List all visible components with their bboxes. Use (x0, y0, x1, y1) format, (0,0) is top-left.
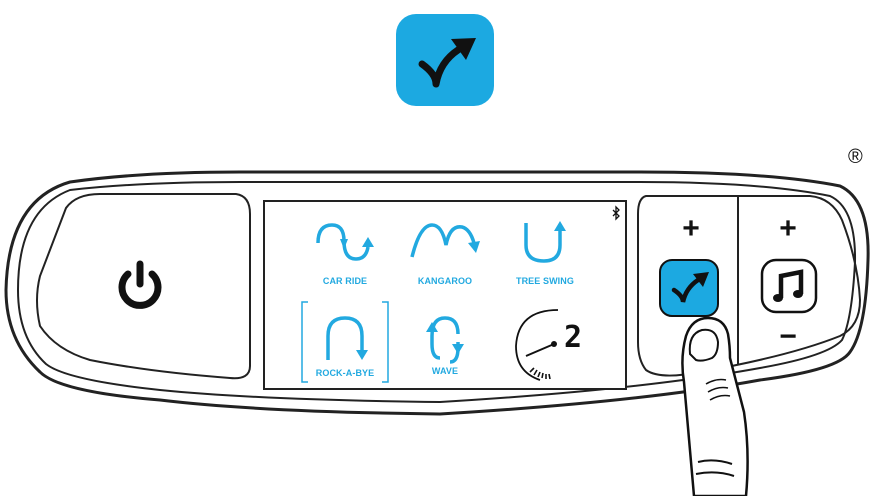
motion-plus-button[interactable]: + (676, 214, 706, 244)
finger-illustration (670, 312, 770, 496)
rock-a-bye-icon (300, 306, 390, 376)
car-ride-icon (300, 215, 390, 275)
speed-value: 2 (564, 320, 582, 355)
motion-label: CAR RIDE (300, 276, 390, 286)
motion-label: TREE SWING (500, 276, 590, 286)
tree-swing-icon (500, 215, 590, 275)
speed-gauge: 2 (510, 306, 610, 386)
bluetooth-icon (612, 206, 620, 220)
power-button[interactable] (112, 258, 168, 314)
volume-plus-button[interactable]: + (773, 214, 803, 244)
motion-wave[interactable]: WAVE (400, 300, 490, 384)
motion-car-ride[interactable]: CAR RIDE (300, 215, 390, 290)
music-note-icon (758, 256, 820, 316)
volume-minus-button[interactable]: − (771, 322, 805, 352)
motion-label: WAVE (400, 366, 490, 376)
kangaroo-icon (400, 215, 490, 275)
power-icon (112, 258, 168, 314)
next-motion-icon (658, 258, 720, 318)
sound-button[interactable] (758, 256, 820, 316)
motion-tree-swing[interactable]: TREE SWING (500, 215, 590, 290)
motion-label: KANGAROO (400, 276, 490, 286)
motion-label: ROCK-A-BYE (300, 368, 390, 378)
motion-kangaroo[interactable]: KANGAROO (400, 215, 490, 290)
next-motion-button[interactable] (658, 258, 720, 318)
motion-rock-a-bye[interactable]: ROCK-A-BYE (300, 300, 390, 384)
